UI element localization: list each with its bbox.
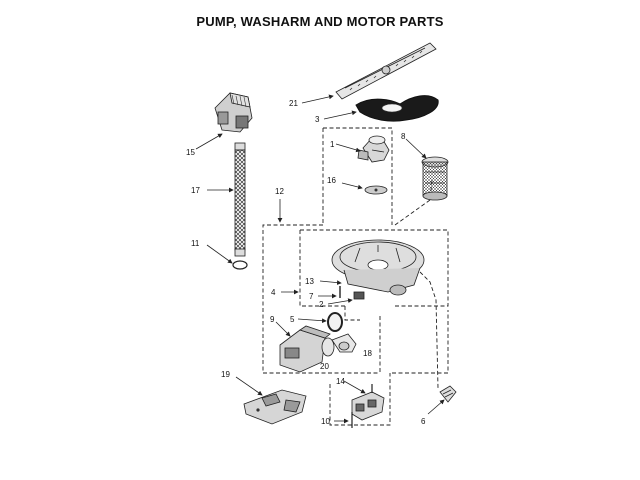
motor xyxy=(214,92,253,133)
filter-link-line xyxy=(394,179,433,226)
braided-tube xyxy=(234,142,246,257)
callout-8: 8 xyxy=(401,132,406,141)
callout-21: 21 xyxy=(289,99,298,108)
callout-3: 3 xyxy=(315,115,320,124)
hose-clamp xyxy=(232,260,248,270)
spray-deflector xyxy=(355,95,439,122)
callout-6: 6 xyxy=(421,417,426,426)
group-4-boundary xyxy=(299,229,449,321)
callout-12: 12 xyxy=(275,187,284,196)
callout-9: 9 xyxy=(270,315,275,324)
callout-20: 20 xyxy=(320,362,329,371)
drain-pump xyxy=(279,325,335,373)
pump-seal xyxy=(327,312,343,332)
callout-16: 16 xyxy=(327,176,336,185)
callout-4: 4 xyxy=(271,288,276,297)
callout-18: 18 xyxy=(363,349,372,358)
chopper-disk xyxy=(364,185,388,195)
group-14-boundary xyxy=(329,310,449,426)
filter-assembly xyxy=(421,156,449,201)
group-12-boundary xyxy=(262,127,393,374)
hose-connector xyxy=(439,385,457,403)
drain-elbow xyxy=(331,333,357,353)
callout-15: 15 xyxy=(186,148,195,157)
pump-housing xyxy=(357,135,390,163)
callout-7: 7 xyxy=(309,292,314,301)
diagram-title: PUMP, WASHARM AND MOTOR PARTS xyxy=(196,14,444,29)
hose-link-line xyxy=(419,271,439,389)
sump-base xyxy=(331,239,425,296)
mounting-bracket xyxy=(243,389,307,425)
callout-10: 10 xyxy=(321,417,330,426)
callout-1: 1 xyxy=(330,140,335,149)
callout-17: 17 xyxy=(191,186,200,195)
valve-assembly xyxy=(351,384,385,421)
callout-11: 11 xyxy=(191,239,200,248)
callout-19: 19 xyxy=(221,370,230,379)
upper-spray-arm xyxy=(335,42,437,100)
callout-2: 2 xyxy=(319,300,324,309)
callout-5: 5 xyxy=(290,315,295,324)
callout-13: 13 xyxy=(305,277,314,286)
seal-clip xyxy=(353,291,365,300)
callout-14: 14 xyxy=(336,377,345,386)
